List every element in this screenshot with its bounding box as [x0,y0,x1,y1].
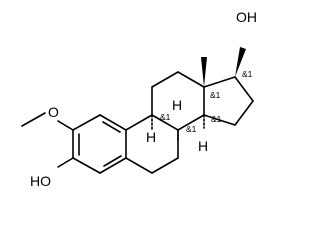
ring-c [151,71,205,131]
methoxy-group: O [21,104,74,131]
methoxy-oxygen: O [48,104,59,120]
ring-d [203,76,254,126]
phenol-hydroxyl-label: HO [30,173,51,189]
hydrogen-c8: H [172,97,182,113]
stereo-h-c14: H [198,114,208,154]
stereo-marker-c9: &1 [160,112,171,122]
stereo-marker-c13: &1 [210,90,221,100]
stereo-h-c8: H [172,97,182,143]
hydroxyl-wedge-bond [235,47,246,77]
phenol-group: HO [30,157,74,189]
hydrogen-c9: H [146,129,156,145]
methyl-wedge-bond [201,57,207,87]
stereo-h-c9: H [146,114,156,145]
stereo-marker-c14: &1 [211,114,222,124]
stereo-marker-c17: &1 [242,69,253,79]
chemical-structure-diagram: O HO OH H H [21,9,257,189]
stereo-marker-c8: &1 [186,124,197,134]
ring-a-aromatic [72,114,127,174]
hydroxyl-label: OH [236,9,257,25]
ring-b [125,114,179,174]
hydrogen-c14: H [198,138,208,154]
